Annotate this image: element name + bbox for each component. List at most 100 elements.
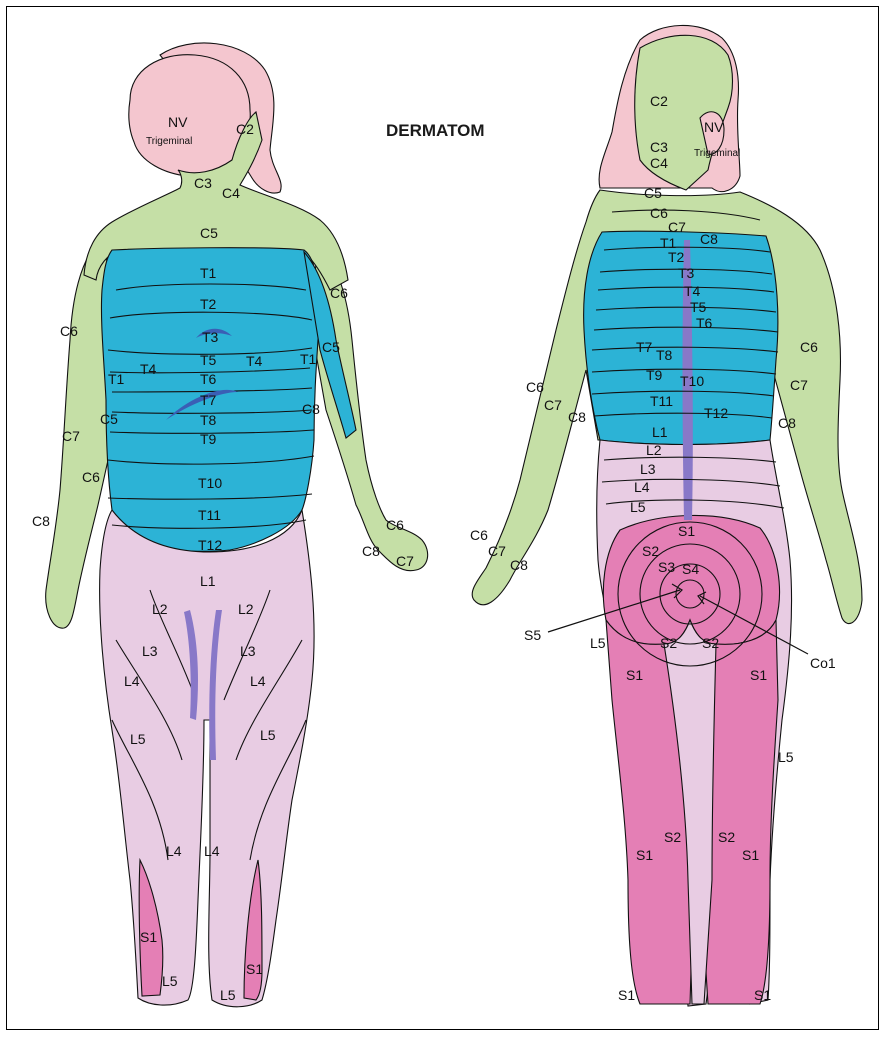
front-label-t1-right: T1 xyxy=(300,351,317,367)
back-label-t3: T3 xyxy=(678,265,695,281)
back-label-c4: C4 xyxy=(650,155,668,171)
front-label-c6-left: C6 xyxy=(60,323,78,339)
back-label-s2: S2 xyxy=(642,543,659,559)
back-label-c3: C3 xyxy=(650,139,668,155)
front-label-c6-hand: C6 xyxy=(386,517,404,533)
back-label-c7-right: C7 xyxy=(790,377,808,393)
back-label-s2-left: S2 xyxy=(660,635,677,651)
front-label-l5-foot-left: L5 xyxy=(162,973,178,989)
back-label-s2-lower-left: S2 xyxy=(664,829,681,845)
front-label-c5: C5 xyxy=(200,225,218,241)
front-label-nv: NV xyxy=(168,114,188,130)
front-label-c7-hand: C7 xyxy=(396,553,414,569)
front-label-t8: T8 xyxy=(200,412,217,428)
back-label-c6-right: C6 xyxy=(800,339,818,355)
front-view: NV Trigeminal C2 C3 C4 C5 C6 C6 C5 C5 C7… xyxy=(32,43,428,1007)
back-label-s5: S5 xyxy=(524,627,541,643)
back-label-s2-right: S2 xyxy=(702,635,719,651)
back-label-s1-right: S1 xyxy=(750,667,767,683)
blank-box xyxy=(320,712,588,830)
front-label-t10: T10 xyxy=(198,475,222,491)
front-label-l3-right: L3 xyxy=(240,643,256,659)
front-label-c8-left: C8 xyxy=(32,513,50,529)
back-label-s1-left: S1 xyxy=(626,667,643,683)
front-label-c6-right: C6 xyxy=(330,285,348,301)
front-label-c6-left-2: C6 xyxy=(82,469,100,485)
back-label-t11: T11 xyxy=(650,393,673,409)
front-right-arm xyxy=(310,245,428,571)
front-label-c4: C4 xyxy=(222,185,240,201)
front-label-s1-right: S1 xyxy=(246,961,263,977)
front-label-trigeminal: Trigeminal xyxy=(146,136,192,147)
back-label-l1: L1 xyxy=(652,424,668,440)
front-label-t3: T3 xyxy=(202,329,219,345)
back-label-s2-lower-right: S2 xyxy=(718,829,735,845)
front-label-l4-lower-right: L4 xyxy=(204,843,220,859)
back-label-s1-top: S1 xyxy=(678,523,695,539)
back-label-t7: T7 xyxy=(636,339,653,355)
back-label-co1: Co1 xyxy=(810,655,836,671)
back-label-c7: C7 xyxy=(668,219,686,235)
back-view: C2 NV Trigeminal C3 C4 C5 C6 C7 C8 T1 T2… xyxy=(470,25,862,1006)
front-label-t4-left: T4 xyxy=(140,361,157,377)
front-label-s1-left: S1 xyxy=(140,929,157,945)
front-label-c8-hand: C8 xyxy=(362,543,380,559)
back-label-t8: T8 xyxy=(656,347,673,363)
front-label-c5-left: C5 xyxy=(100,411,118,427)
front-label-l4-right: L4 xyxy=(250,673,266,689)
back-label-c6-left: C6 xyxy=(526,379,544,395)
back-label-c5: C5 xyxy=(644,185,662,201)
back-label-c8-hand: C8 xyxy=(510,557,528,573)
back-label-l5-left: L5 xyxy=(590,635,606,651)
front-label-l1: L1 xyxy=(200,573,216,589)
front-label-l2-left: L2 xyxy=(152,601,168,617)
back-label-t6: T6 xyxy=(696,315,713,331)
back-label-c8-right: C8 xyxy=(778,415,796,431)
back-label-s1-lower-right: S1 xyxy=(742,847,759,863)
front-label-t11: T11 xyxy=(198,507,221,523)
front-label-l4-left: L4 xyxy=(124,673,140,689)
back-label-c8-left: C8 xyxy=(568,409,586,425)
front-label-l2-right: L2 xyxy=(238,601,254,617)
back-label-s1-lower-left: S1 xyxy=(636,847,653,863)
back-label-t5: T5 xyxy=(690,299,707,315)
back-label-c6-hand: C6 xyxy=(470,527,488,543)
front-label-t5: T5 xyxy=(200,352,217,368)
back-label-l4: L4 xyxy=(634,479,650,495)
back-label-c7-hand: C7 xyxy=(488,543,506,559)
front-label-t4-right: T4 xyxy=(246,353,263,369)
back-label-t10: T10 xyxy=(680,373,704,389)
front-label-c2: C2 xyxy=(236,121,254,137)
back-label-c6: C6 xyxy=(650,205,668,221)
back-label-l3: L3 xyxy=(640,461,656,477)
back-label-trigeminal: Trigeminal xyxy=(694,148,740,159)
back-label-nv: NV xyxy=(704,119,724,135)
front-label-t12: T12 xyxy=(198,537,222,553)
back-label-t4: T4 xyxy=(684,283,701,299)
back-label-l5: L5 xyxy=(630,499,646,515)
front-label-c8-right: C8 xyxy=(302,401,320,417)
front-label-l5-left: L5 xyxy=(130,731,146,747)
front-label-t1-left: T1 xyxy=(108,371,125,387)
back-label-s4: S4 xyxy=(682,561,699,577)
back-label-t12: T12 xyxy=(704,405,728,421)
back-label-c7-left: C7 xyxy=(544,397,562,413)
front-label-t1: T1 xyxy=(200,265,217,281)
front-label-t9: T9 xyxy=(200,431,217,447)
back-label-s1-foot-left: S1 xyxy=(618,987,635,1003)
front-label-t7: T7 xyxy=(200,392,217,408)
front-label-c7-left: C7 xyxy=(62,428,80,444)
back-label-s1-foot-right: S1 xyxy=(754,987,771,1003)
front-label-l4-lower-left: L4 xyxy=(166,843,182,859)
back-label-t9: T9 xyxy=(646,367,663,383)
front-label-c5-right: C5 xyxy=(322,339,340,355)
front-label-l3-left: L3 xyxy=(142,643,158,659)
diagram-title: DERMATOM xyxy=(386,121,485,140)
back-label-c2: C2 xyxy=(650,93,668,109)
front-label-c3: C3 xyxy=(194,175,212,191)
back-label-s3: S3 xyxy=(658,559,675,575)
front-label-t2: T2 xyxy=(200,296,217,312)
back-label-c8: C8 xyxy=(700,231,718,247)
